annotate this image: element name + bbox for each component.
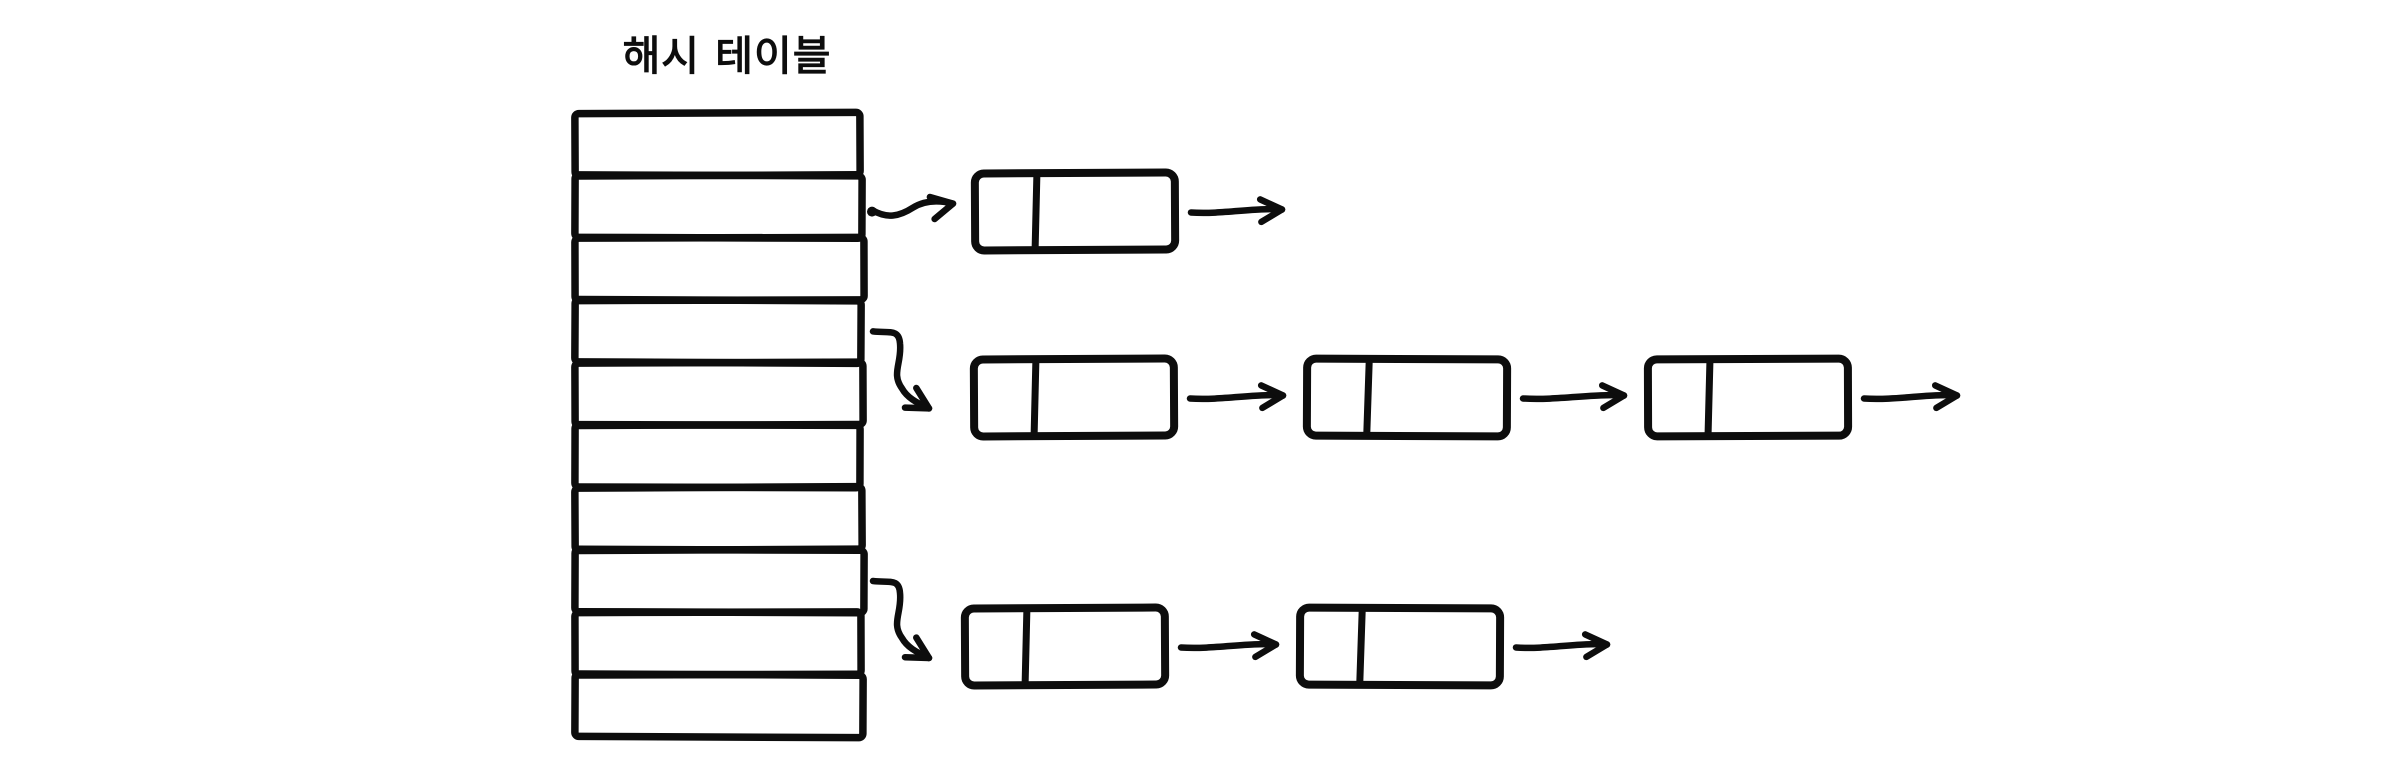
hash-table-bucket-3 — [571, 295, 865, 368]
linked-list-node — [969, 354, 1179, 441]
bucket-arrow — [869, 577, 933, 662]
arrowhead-icon — [1257, 382, 1287, 412]
linked-list-node — [1302, 354, 1512, 441]
hash-table-bucket-2 — [571, 233, 868, 305]
node-divider-line — [1021, 608, 1031, 685]
null-pointer-arrow — [1860, 391, 1961, 403]
hash-table-bucket-0 — [571, 108, 864, 180]
node-divider-line — [1031, 173, 1041, 250]
linked-list-node — [970, 168, 1180, 255]
node-box — [1643, 354, 1853, 441]
node-divider-line — [1363, 359, 1373, 436]
hash-table-bucket-8 — [571, 608, 865, 679]
hash-table-buckets — [571, 108, 868, 742]
linked-list-node — [1643, 354, 1853, 441]
chain-3 — [869, 577, 1611, 690]
node-box — [960, 603, 1170, 690]
linked-list-node — [1295, 603, 1505, 690]
arrowhead-icon — [1598, 382, 1628, 412]
hash-table-bucket-1 — [571, 171, 866, 243]
node-divider-line — [1356, 608, 1366, 685]
node-box — [1295, 603, 1505, 690]
node-divider-line — [1704, 359, 1714, 436]
linked-list-chains — [867, 168, 1961, 690]
node-box — [969, 354, 1179, 441]
arrowhead-icon — [901, 384, 933, 412]
next-pointer-arrow — [1177, 640, 1280, 652]
chain-2 — [869, 328, 1961, 441]
node-divider-line — [1030, 359, 1040, 436]
null-pointer-arrow — [1512, 640, 1611, 652]
arrowhead-icon — [926, 193, 957, 223]
hash-table-bucket-6 — [571, 482, 866, 555]
hash-table-bucket-7 — [571, 545, 868, 617]
linked-list-node — [960, 603, 1170, 690]
arrowhead-icon — [901, 634, 933, 662]
next-pointer-arrow — [1186, 391, 1287, 403]
arrowhead-icon — [1256, 196, 1286, 226]
node-box — [1302, 354, 1512, 441]
diagram-title: 해시 테이블 — [622, 32, 832, 80]
node-box — [970, 168, 1180, 255]
chain-1 — [867, 168, 1286, 255]
next-pointer-arrow — [1519, 391, 1628, 403]
arrowhead-icon — [1250, 631, 1280, 661]
hash-table-bucket-5 — [571, 420, 864, 492]
hash-table-bucket-9 — [571, 670, 867, 742]
arrowhead-icon — [1581, 631, 1611, 661]
hash-table-bucket-4 — [571, 358, 867, 430]
null-pointer-arrow — [1187, 205, 1286, 217]
bucket-arrow — [869, 328, 933, 412]
arrowhead-icon — [1931, 382, 1961, 412]
